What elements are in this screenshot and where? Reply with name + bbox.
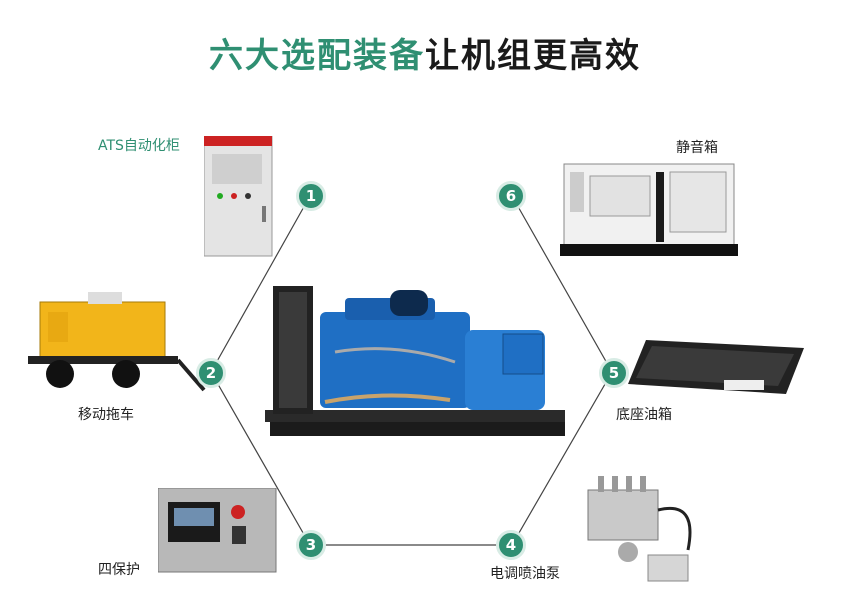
item-6-number: 6 <box>496 181 526 211</box>
item-2-number: 2 <box>196 358 226 388</box>
title-rest: 让机组更高效 <box>425 36 641 76</box>
item-4-number: 4 <box>496 530 526 560</box>
title-highlight: 六大选配装备 <box>209 36 425 76</box>
protection-controller-image <box>158 488 277 573</box>
item-1-number: 1 <box>296 181 326 211</box>
page-title: 六大选配装备让机组更高效 <box>0 28 850 77</box>
item-3-number: 3 <box>296 530 326 560</box>
item-3-label: 四保护 <box>98 562 140 578</box>
injection-pump-image <box>587 476 692 582</box>
base-fuel-tank-image <box>628 340 804 394</box>
item-4-label: 电调喷油泵 <box>490 566 560 582</box>
diesel-generator-image <box>265 286 565 436</box>
item-2-label: 移动拖车 <box>78 407 134 423</box>
item-5-label: 底座油箱 <box>616 407 672 423</box>
silent-box-image <box>560 163 738 256</box>
mobile-trailer-image <box>28 292 206 392</box>
item-5-number: 5 <box>599 358 629 388</box>
item-1-label: ATS自动化柜 <box>98 138 180 154</box>
ats-cabinet-image <box>204 136 273 257</box>
item-6-label: 静音箱 <box>676 140 718 156</box>
